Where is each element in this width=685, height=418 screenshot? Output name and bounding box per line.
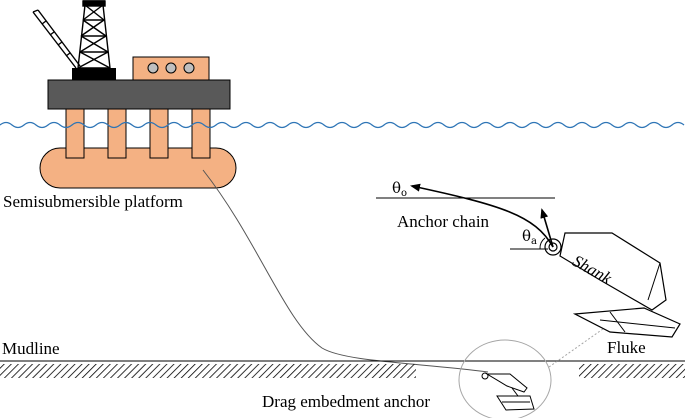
platform-column (191, 107, 211, 159)
theta-a-subscript: a (531, 236, 537, 247)
water-surface (0, 121, 685, 129)
porthole (165, 62, 177, 74)
porthole (147, 62, 159, 74)
anchor-chain-label: Anchor chain (397, 212, 490, 231)
theta-a-label: θa (522, 229, 537, 247)
force-arrow-a (540, 208, 554, 248)
mudline-label: Mudline (2, 339, 60, 358)
semisubmersible-platform (32, 0, 237, 189)
angle-arc-a (539, 237, 546, 250)
platform-label: Semisubmersible platform (3, 192, 183, 211)
embedded-anchor-small (481, 372, 535, 411)
anchor-shank (559, 232, 667, 311)
theta-o-subscript: o (401, 188, 408, 199)
mooring-cable (202, 169, 489, 373)
seabed-hatch-right (579, 364, 685, 378)
seabed-hatch-left (0, 364, 416, 378)
derrick-base (72, 68, 116, 80)
platform-column (65, 107, 85, 159)
theta-o-symbol: θ (392, 179, 402, 197)
crane-boom (32, 9, 81, 69)
fluke-label: Fluke (607, 338, 646, 357)
platform-pontoon (39, 147, 237, 189)
platform-column (149, 107, 169, 159)
drag-anchor-label: Drag embedment anchor (262, 392, 431, 411)
theta-o-label: θo (392, 181, 407, 199)
anchor-detail (544, 232, 681, 338)
porthole (183, 62, 195, 74)
anchor-chain (410, 183, 554, 248)
theta-a-symbol: θ (522, 227, 532, 245)
platform-deck (47, 79, 231, 110)
zoom-circle (458, 339, 552, 418)
zoom-connector (548, 323, 611, 368)
platform-column (107, 107, 127, 159)
derrick-tower (77, 0, 111, 69)
